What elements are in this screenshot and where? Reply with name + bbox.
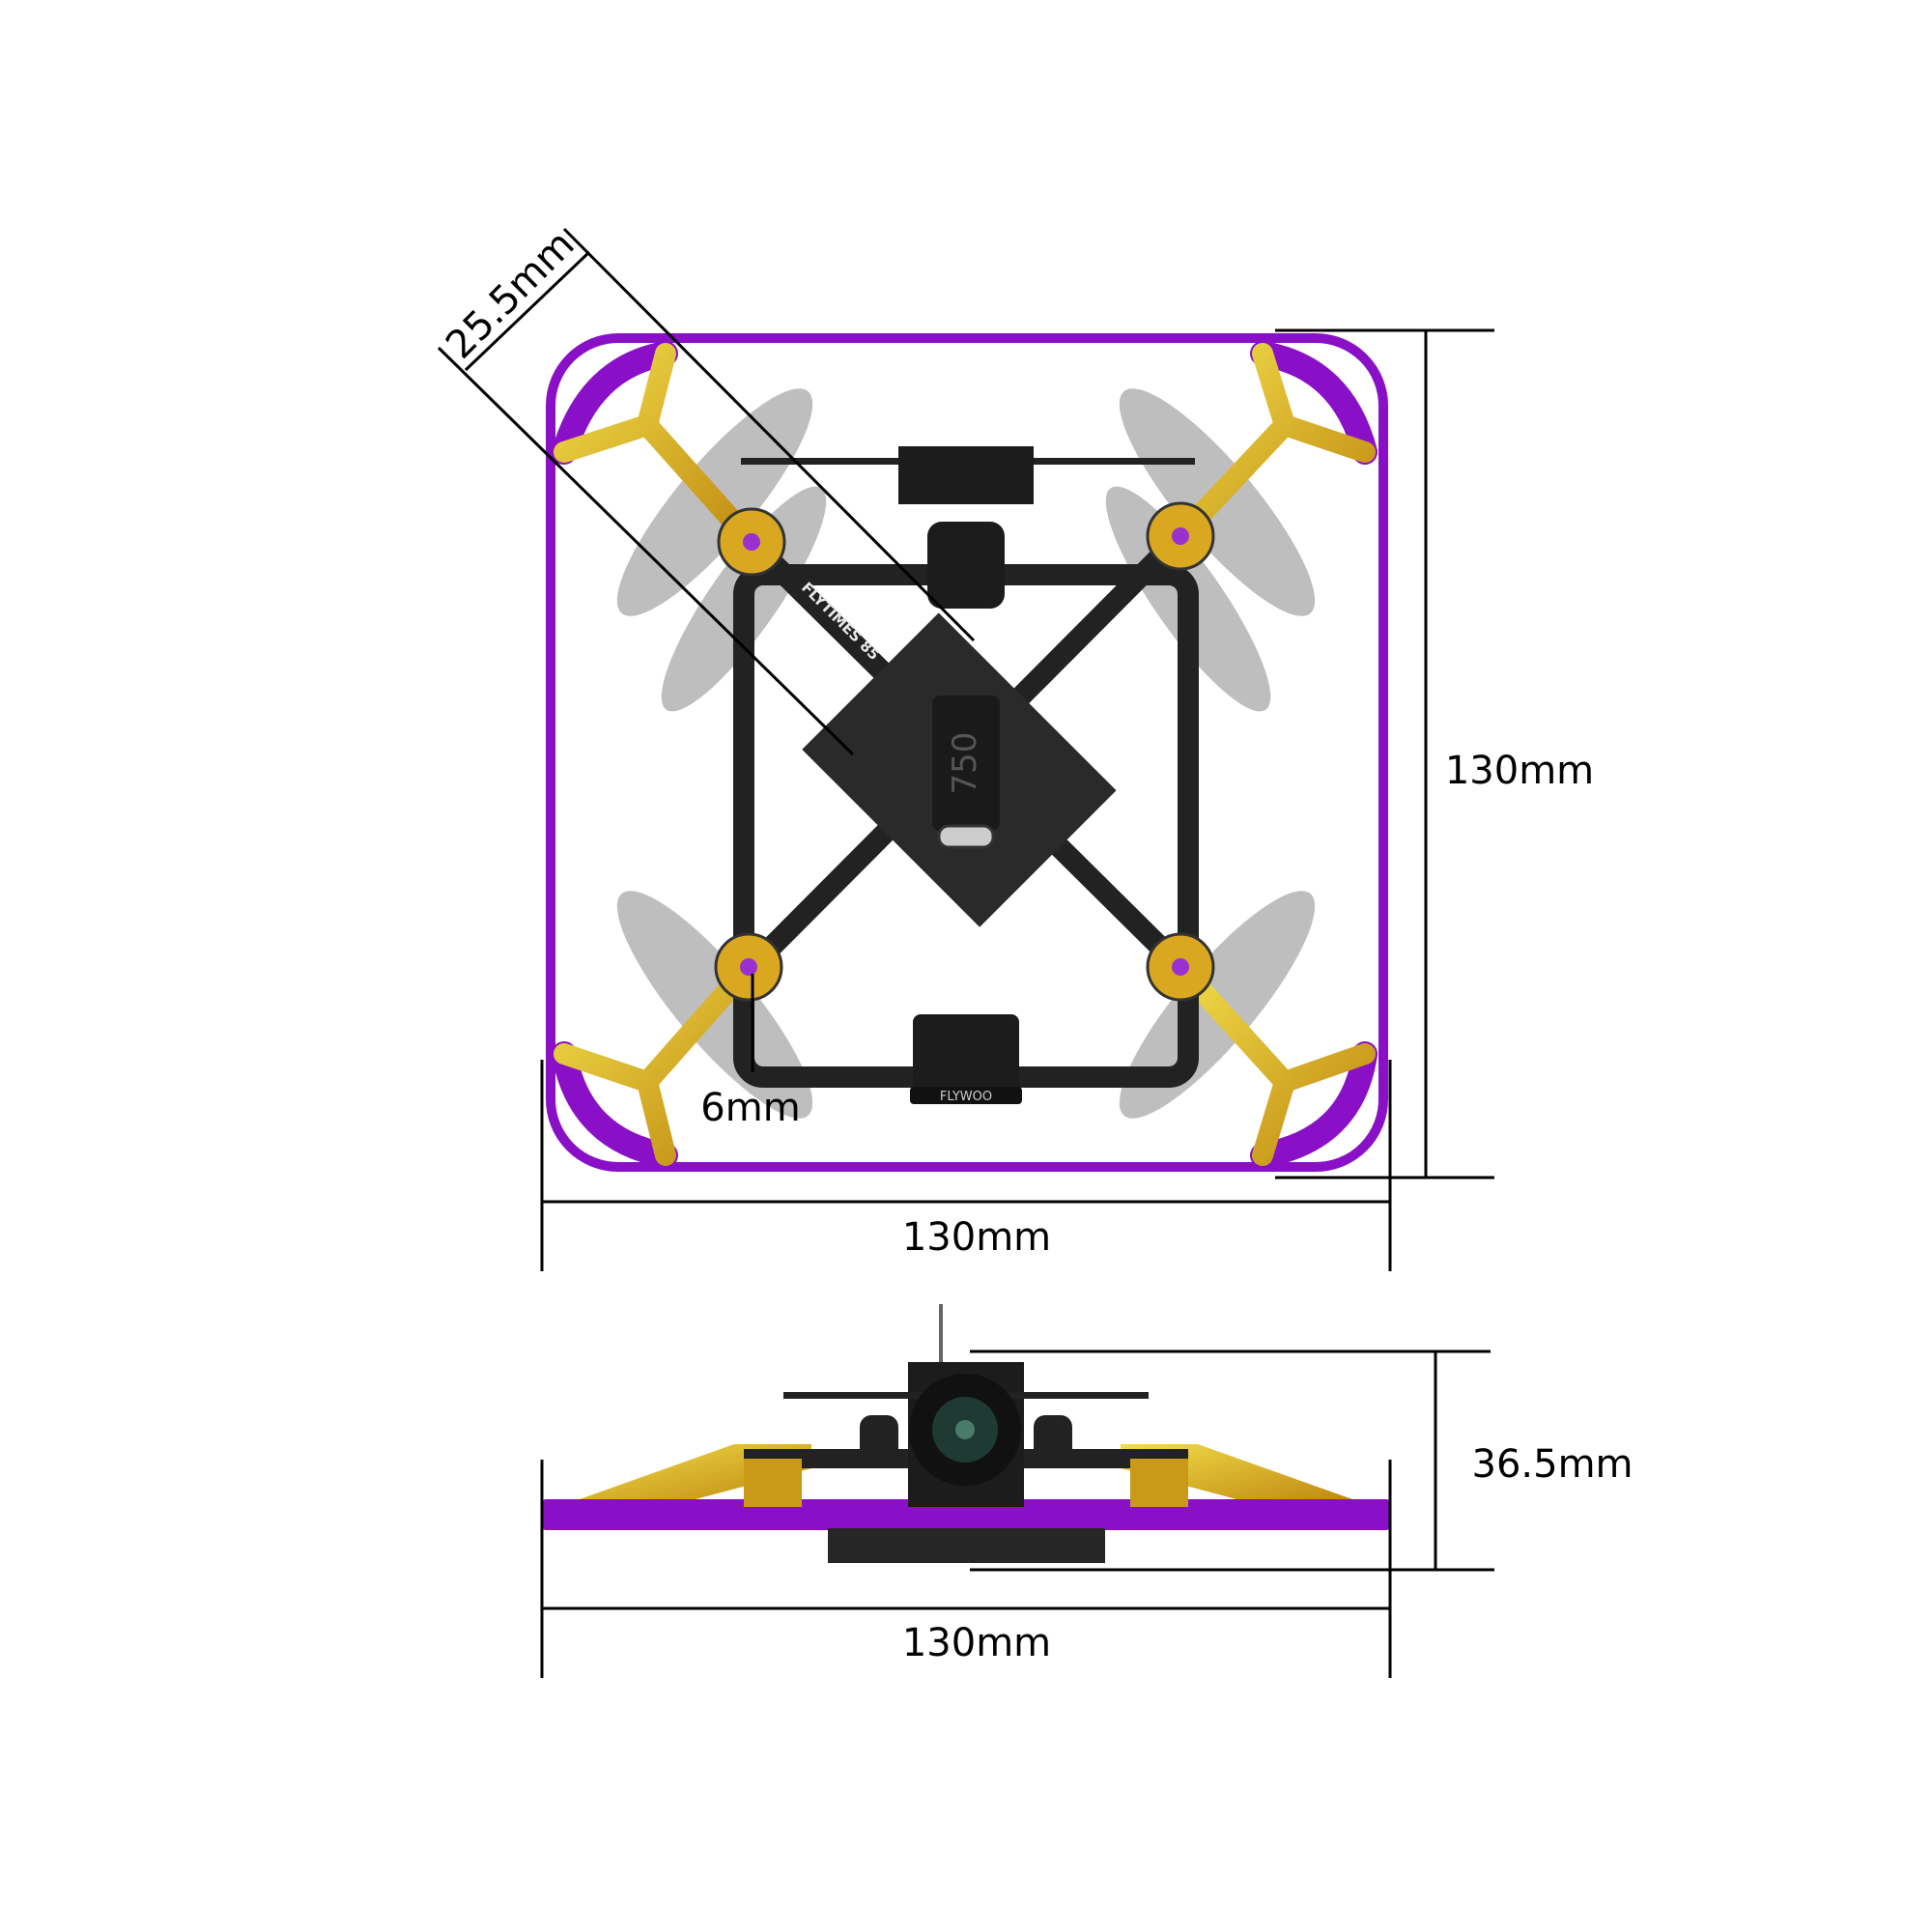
top-height-label: 130mm bbox=[1445, 749, 1594, 793]
motor-shaft-label: 6mm bbox=[700, 1086, 800, 1130]
board-marking: 750 bbox=[946, 732, 984, 795]
guard-corners bbox=[552, 341, 1378, 1168]
side-battery-box bbox=[828, 1528, 1105, 1563]
prop-diameter-label: 25.5mm bbox=[438, 222, 583, 368]
fpv-camera bbox=[913, 1014, 1019, 1096]
dimension-side-height: 36.5mm bbox=[970, 1350, 1634, 1572]
camera-brand-marking: FLYWOO bbox=[940, 1090, 992, 1104]
motor-arms bbox=[554, 343, 1376, 1166]
side-height-label: 36.5mm bbox=[1472, 1442, 1634, 1487]
dimension-side-width: 130mm bbox=[540, 1460, 1392, 1678]
top-width-label: 130mm bbox=[902, 1215, 1051, 1260]
frame-brand-marking: FLYTIMES 85 bbox=[798, 579, 883, 664]
dimension-top-width: 130mm bbox=[540, 1060, 1392, 1271]
dimension-top-height: 130mm bbox=[1275, 328, 1594, 1179]
dimension-6mm: 6mm bbox=[700, 974, 801, 1130]
side-width-label: 130mm bbox=[902, 1621, 1051, 1665]
camera-mount bbox=[898, 446, 1034, 504]
side-view-drone bbox=[542, 1304, 1390, 1563]
prop-guard bbox=[546, 333, 1388, 1172]
usb-port bbox=[937, 824, 995, 849]
top-view-drone: FLYTIMES 85 750 FLYWOO bbox=[546, 333, 1388, 1172]
